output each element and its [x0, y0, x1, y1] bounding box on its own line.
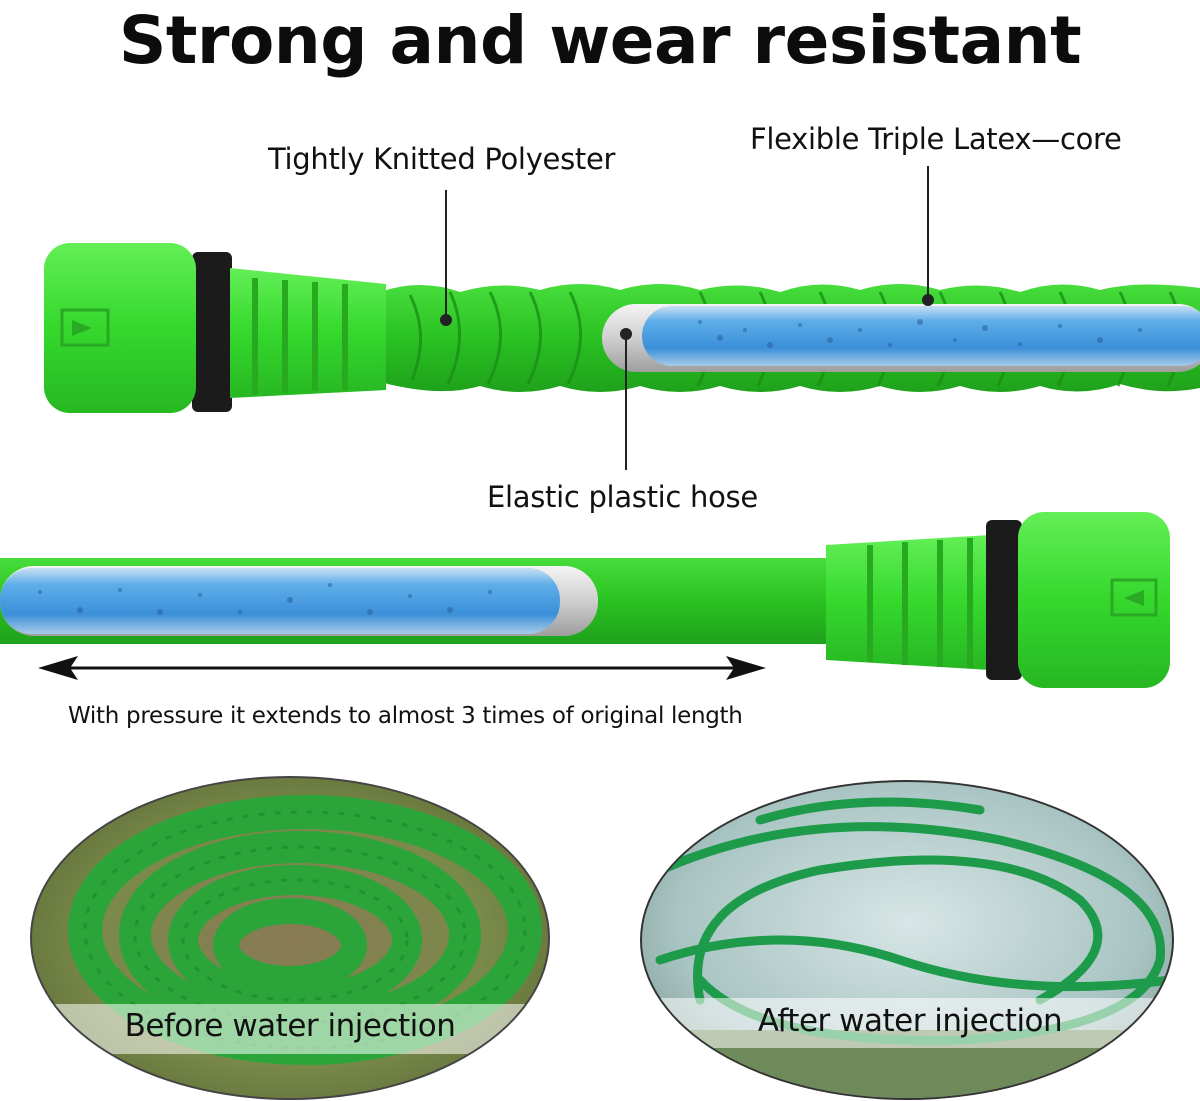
before-photo — [30, 776, 550, 1100]
after-label: After water injection — [757, 1003, 1063, 1039]
callout-leaders — [445, 166, 929, 470]
page-title: Strong and wear resistant — [118, 2, 1082, 79]
before-label: Before water injection — [124, 1008, 456, 1044]
callout-polyester: Tightly Knitted Polyester — [268, 142, 616, 176]
callout-plastic-hose: Elastic plastic hose — [487, 480, 758, 514]
compressed-hose — [44, 243, 1200, 413]
extended-hose — [0, 512, 1170, 688]
callout-latex-core: Flexible Triple Latex—core — [750, 122, 1122, 156]
extension-arrow — [38, 656, 766, 680]
extension-caption: With pressure it extends to almost 3 tim… — [68, 703, 743, 729]
after-photo — [640, 780, 1174, 1100]
